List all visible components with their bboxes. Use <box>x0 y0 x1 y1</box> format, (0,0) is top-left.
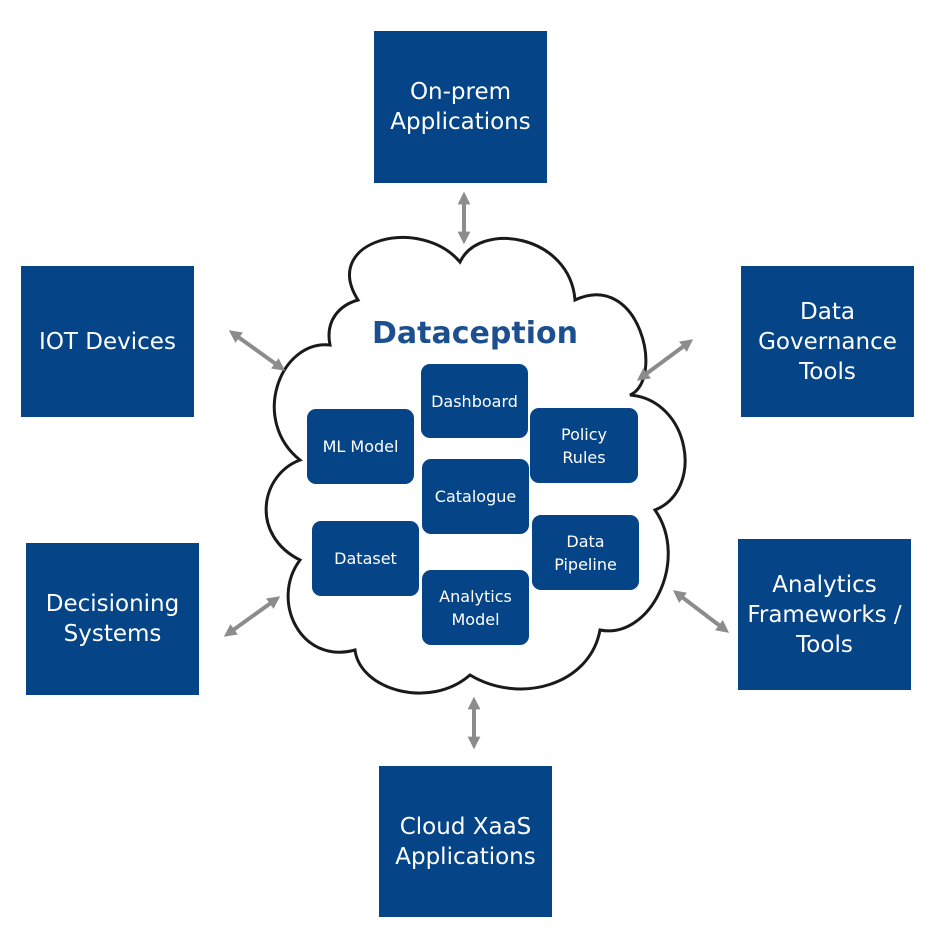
system-analytics-frameworks-tools: Analytics Frameworks / Tools <box>738 539 911 690</box>
system-cloud-xaas-applications: Cloud XaaS Applications <box>379 766 552 917</box>
component-analytics-model: Analytics Model <box>422 570 529 645</box>
arrow-decisioning-icon <box>223 596 281 637</box>
system-data-governance-tools: Data Governance Tools <box>741 266 914 417</box>
system-decisioning-systems: Decisioning Systems <box>26 543 199 695</box>
component-policy-rules: Policy Rules <box>530 408 638 483</box>
component-catalogue: Catalogue <box>422 459 529 534</box>
arrow-data-governance-icon <box>636 339 694 381</box>
component-dataset: Dataset <box>312 521 419 596</box>
arrow-iot-icon <box>228 330 286 371</box>
component-ml-model: ML Model <box>307 409 414 484</box>
component-dashboard: Dashboard <box>421 364 528 438</box>
system-iot-devices: IOT Devices <box>21 266 194 417</box>
arrow-analytics-frameworks-icon <box>672 590 730 633</box>
cloud-title: Dataception <box>372 316 578 351</box>
component-data-pipeline: Data Pipeline <box>532 515 639 590</box>
system-on-prem-applications: On-prem Applications <box>374 31 547 183</box>
